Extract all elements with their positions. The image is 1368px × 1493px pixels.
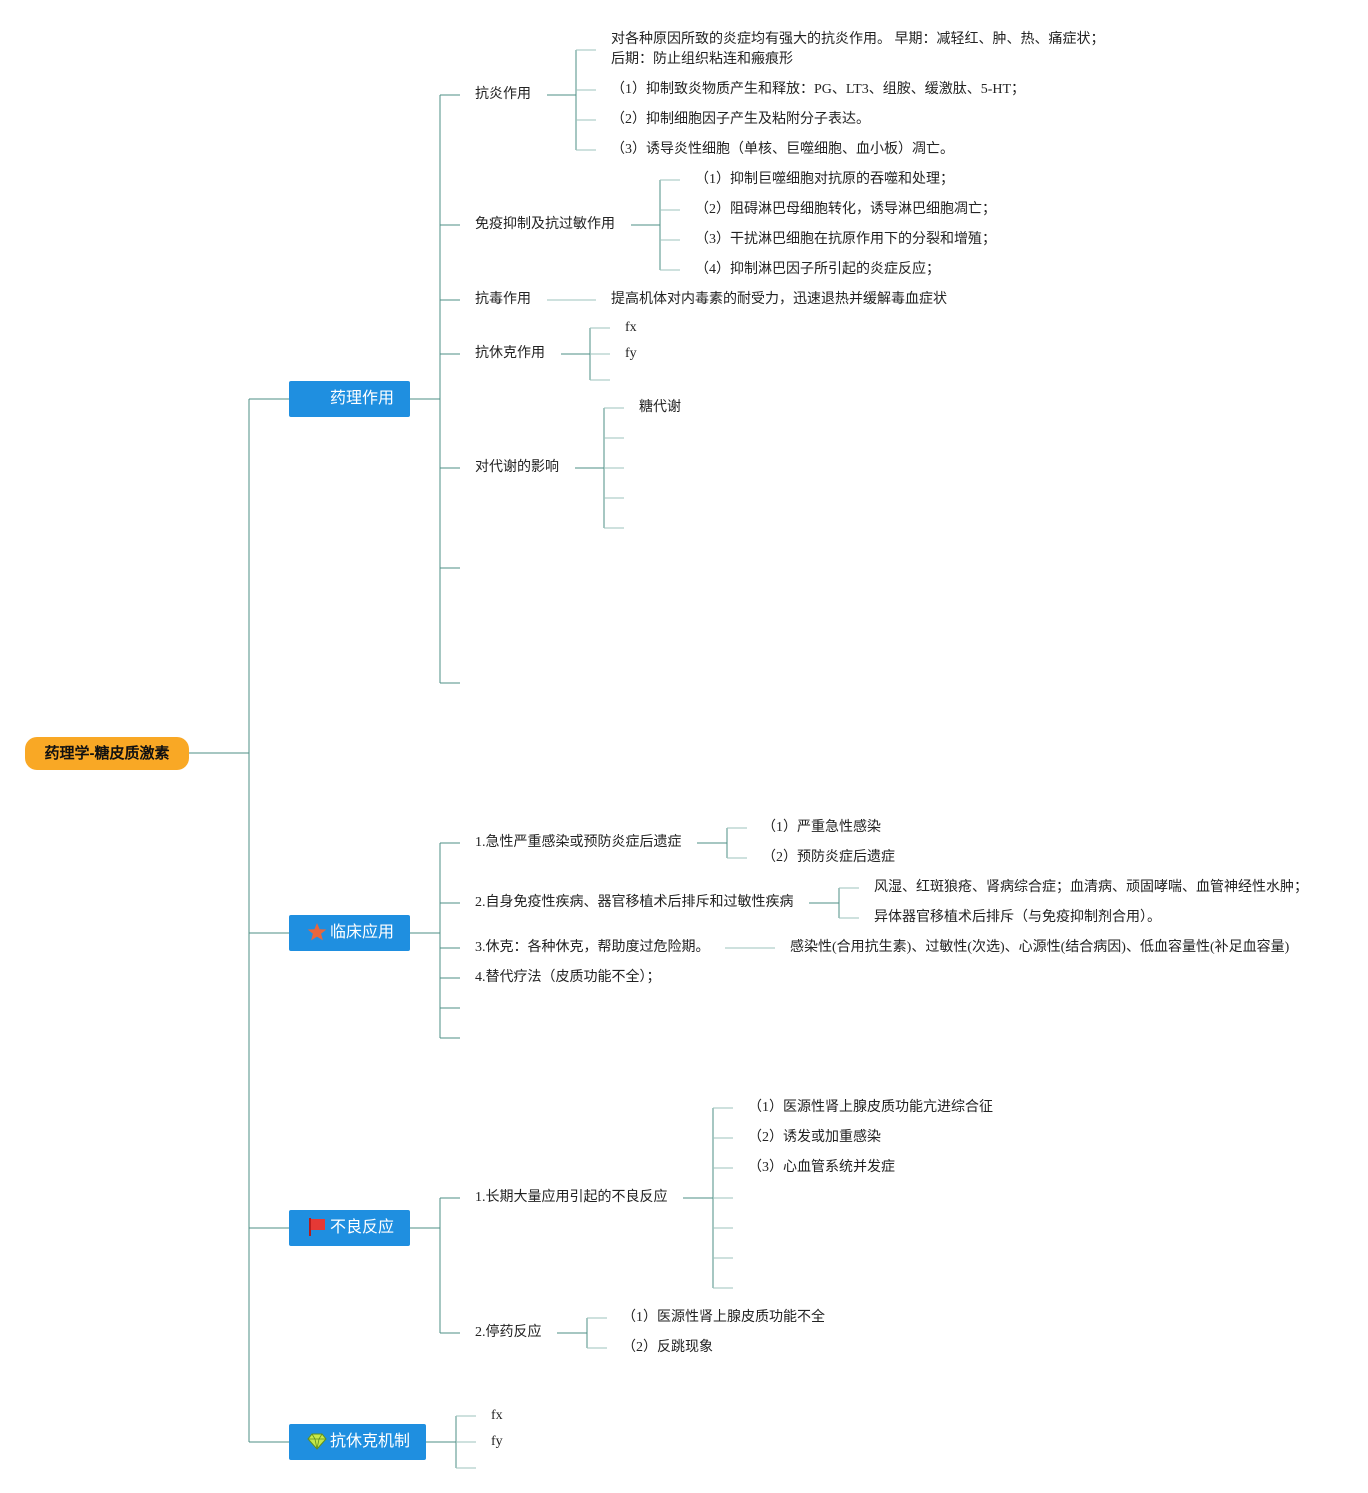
star-icon: [307, 923, 327, 941]
leaf-antishock-fx[interactable]: fx: [625, 320, 637, 335]
leaf-adverse-1-0[interactable]: （1）医源性肾上腺皮质功能亢进综合征: [748, 1100, 993, 1115]
leaf-clinical-1-0[interactable]: （1）严重急性感染: [762, 820, 881, 835]
leaf-clinical-1-1[interactable]: （2）预防炎症后遗症: [762, 850, 895, 865]
flag-icon: [309, 1218, 325, 1236]
leaf-adverse-1-1[interactable]: （2）诱发或加重感染: [748, 1130, 881, 1145]
leaf-adverse-2-1[interactable]: （2）反跳现象: [622, 1340, 713, 1355]
leaf-anti-inflam-0[interactable]: 对各种原因所致的炎症均有强大的抗炎作用。 早期：减轻红、肿、热、痛症状；: [611, 32, 1105, 47]
topic-adverse[interactable]: 不良反应: [289, 1210, 410, 1246]
leaf-metabolism-0[interactable]: 糖代谢: [639, 400, 681, 415]
topic-pharmacology[interactable]: 药理作用: [289, 381, 410, 417]
node-adverse-1[interactable]: 1.长期大量应用引起的不良反应: [475, 1190, 668, 1205]
leaf-antitoxin-0[interactable]: 提高机体对内毒素的耐受力，迅速退热并缓解毒血症状: [611, 292, 947, 307]
leaf-clinical-2-1[interactable]: 异体器官移植术后排斥（与免疫抑制剂合用）。: [874, 910, 1161, 925]
leaf-antishock-fy[interactable]: fy: [625, 346, 637, 361]
leaf-anti-inflam-1[interactable]: 后期：防止组织粘连和瘢痕形: [611, 52, 793, 67]
leaf-anti-inflam-2[interactable]: （1）抑制致炎物质产生和释放：PG、LT3、组胺、缓激肽、5-HT；: [611, 82, 1026, 97]
topic-adverse-label: 不良反应: [329, 1219, 394, 1236]
node-adverse-2[interactable]: 2.停药反应: [475, 1325, 542, 1340]
leaf-adverse-1-2[interactable]: （3）心血管系统并发症: [748, 1160, 895, 1175]
node-antishock[interactable]: 抗休克作用: [475, 346, 545, 361]
node-clinical-4[interactable]: 4.替代疗法（皮质功能不全）；: [475, 970, 661, 985]
leaf-adverse-2-0[interactable]: （1）医源性肾上腺皮质功能不全: [622, 1310, 825, 1325]
node-metabolism[interactable]: 对代谢的影响: [475, 460, 559, 475]
node-anti-inflammation[interactable]: 抗炎作用: [475, 87, 531, 102]
topic-shock-mechanism-label: 抗休克机制: [329, 1433, 410, 1450]
leaf-clinical-3-0[interactable]: 感染性(合用抗生素)、过敏性(次选)、心源性(结合病因)、低血容量性(补足血容量…: [790, 940, 1290, 955]
leaf-clinical-2-0[interactable]: 风湿、红斑狼疮、肾病综合症；血清病、顽固哮喘、血管神经性水肿；: [874, 880, 1308, 895]
topic-pharmacology-label: 药理作用: [329, 390, 394, 407]
node-clinical-2[interactable]: 2.自身免疫性疾病、器官移植术后排斥和过敏性疾病: [475, 895, 794, 910]
leaf-immuno-2[interactable]: （3）干扰淋巴细胞在抗原作用下的分裂和增殖；: [695, 232, 996, 247]
leaf-anti-inflam-4[interactable]: （3）诱导炎性细胞（单核、巨噬细胞、血小板）凋亡。: [611, 142, 954, 157]
topic-shock-mechanism[interactable]: 抗休克机制: [289, 1424, 426, 1460]
node-clinical-1[interactable]: 1.急性严重感染或预防炎症后遗症: [475, 835, 682, 850]
node-immunosuppression[interactable]: 免疫抑制及抗过敏作用: [475, 217, 615, 232]
topic-clinical-label: 临床应用: [329, 924, 394, 941]
diamond-icon: [307, 1433, 327, 1450]
leaf-immuno-1[interactable]: （2）阻碍淋巴母细胞转化，诱导淋巴细胞凋亡；: [695, 202, 996, 217]
leaf-mech-fy[interactable]: fy: [491, 1434, 503, 1449]
node-clinical-3[interactable]: 3.休克：各种休克，帮助度过危险期。: [475, 940, 710, 955]
leaf-immuno-0[interactable]: （1）抑制巨噬细胞对抗原的吞噬和处理；: [695, 172, 954, 187]
node-antitoxin[interactable]: 抗毒作用: [475, 292, 531, 307]
leaf-anti-inflam-3[interactable]: （2）抑制细胞因子产生及粘附分子表达。: [611, 112, 870, 127]
leaf-immuno-3[interactable]: （4）抑制淋巴因子所引起的炎症反应；: [695, 262, 940, 277]
topic-clinical[interactable]: 临床应用: [289, 915, 410, 951]
root-topic[interactable]: 药理学-糖皮质激素: [25, 737, 189, 770]
leaf-mech-fx[interactable]: fx: [491, 1408, 503, 1423]
